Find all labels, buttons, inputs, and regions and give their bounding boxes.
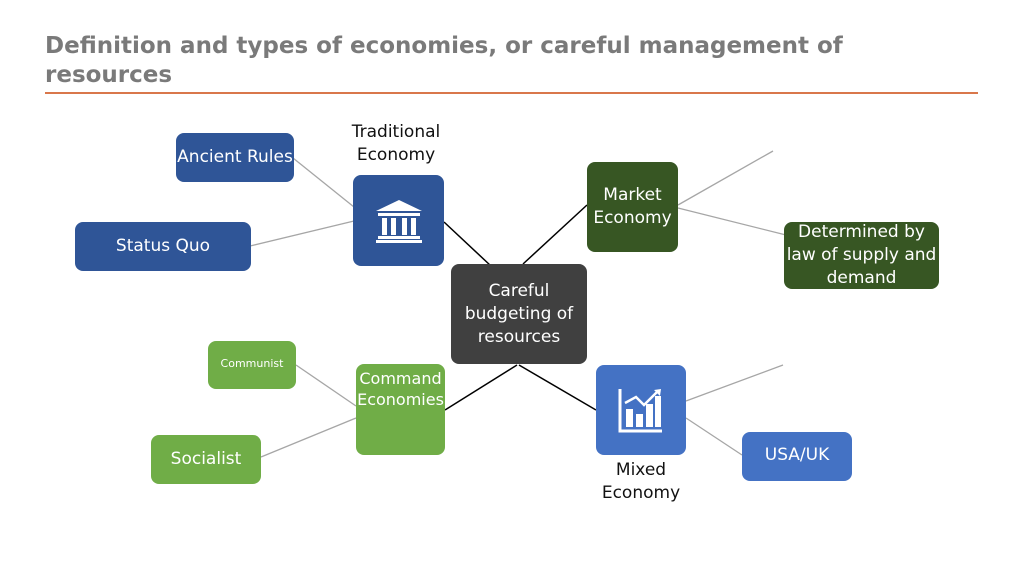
traditional-economy-node	[353, 175, 444, 266]
connector-traditional-statusquo	[249, 220, 355, 247]
connector-mixed-empty	[685, 364, 784, 402]
connector-center-mixed	[518, 364, 597, 411]
connector-mixed-usauk	[685, 417, 743, 456]
status-quo-node: Status Quo	[75, 222, 251, 271]
communist-node: Communist	[208, 341, 296, 389]
traditional-economy-caption: Traditional Economy	[351, 122, 441, 165]
central-concept-node: Careful budgeting of resources	[451, 264, 587, 364]
command-economies-node: Command Economies	[356, 364, 445, 455]
bar-chart-icon	[618, 364, 664, 456]
socialist-node: Socialist	[151, 435, 261, 484]
connector-market-empty	[677, 150, 774, 206]
connector-market-supply	[677, 207, 787, 236]
connector-center-command	[444, 364, 518, 411]
connector-command-communist	[295, 364, 357, 407]
connector-traditional-ancient	[292, 157, 355, 208]
connector-center-market	[522, 204, 588, 265]
connector-center-traditional	[443, 221, 492, 267]
mixed-economy-caption: Mixed Economy	[601, 460, 681, 503]
title-divider	[45, 92, 978, 94]
bank-icon	[374, 175, 424, 267]
mixed-economy-node	[596, 365, 686, 455]
ancient-rules-node: Ancient Rules	[176, 133, 294, 182]
market-economy-node: Market Economy	[587, 162, 678, 252]
supply-demand-node: Determined by law of supply and demand	[784, 222, 939, 289]
connector-command-socialist	[260, 417, 357, 458]
slide-title: Definition and types of economies, or ca…	[45, 33, 843, 88]
usa-uk-node: USA/UK	[742, 432, 852, 481]
